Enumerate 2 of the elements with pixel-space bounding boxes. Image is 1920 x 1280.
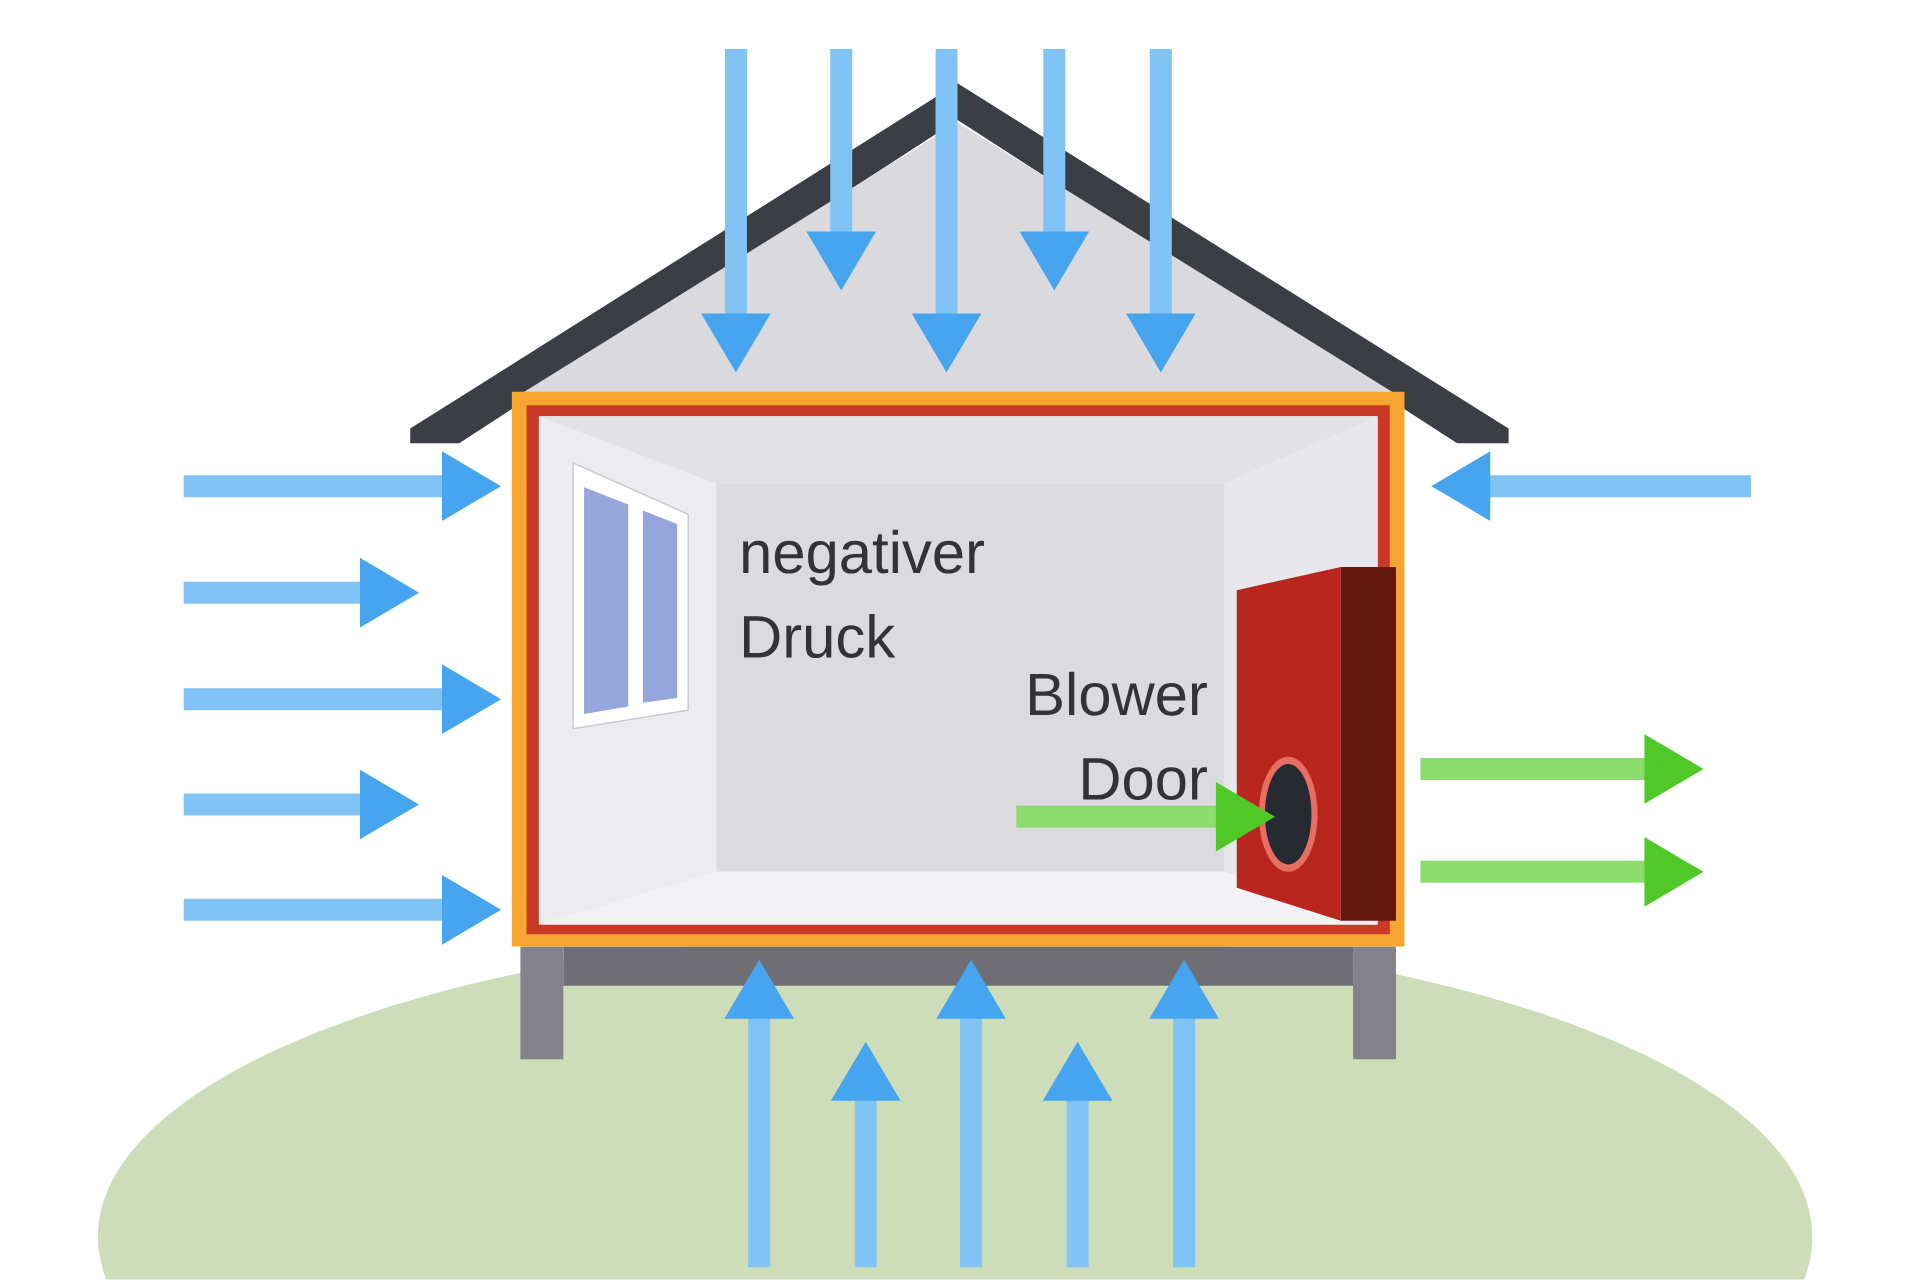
pressure-label: negativer Druck xyxy=(743,529,984,659)
device-label: Blower Door xyxy=(1030,671,1207,801)
